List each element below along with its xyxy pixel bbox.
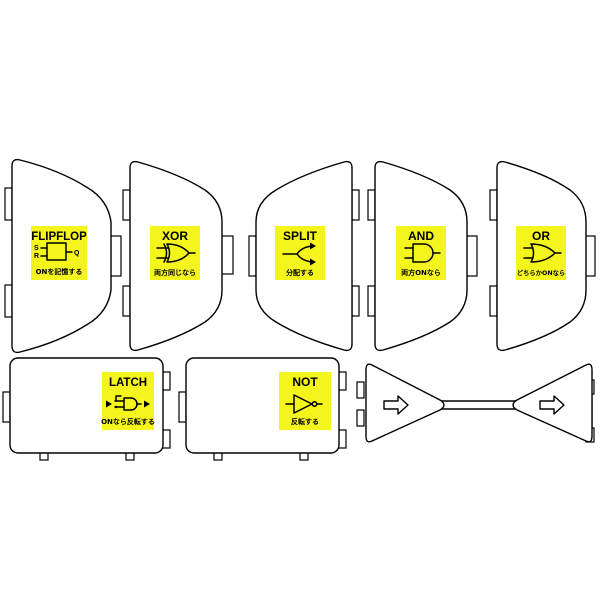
not-caption: 反転する xyxy=(291,417,319,426)
tab-left-upper xyxy=(489,189,498,221)
tab-right-lower xyxy=(351,285,360,317)
latch-title: LATCH xyxy=(109,377,147,389)
not-title: NOT xyxy=(292,375,318,389)
right-arrow-icon xyxy=(383,395,409,415)
and-title: AND xyxy=(408,229,434,243)
or-caption: どちらかONなら xyxy=(517,268,565,277)
tab-left-upper xyxy=(122,189,131,221)
flipflop-label xyxy=(31,226,87,280)
tab-left xyxy=(2,391,11,423)
split-title: SPLIT xyxy=(283,229,318,243)
tab-left-upper xyxy=(367,189,376,221)
tab-left-upper xyxy=(356,381,365,399)
flipflop-pin-r: R xyxy=(34,253,39,260)
not-gate-icon xyxy=(285,394,323,414)
not-piece[interactable]: NOT 反転する xyxy=(178,357,347,461)
connector-piece[interactable] xyxy=(356,363,595,443)
tab-right xyxy=(220,235,234,275)
flipflop-pin-q: Q xyxy=(74,250,80,257)
right-arrow-icon xyxy=(539,395,565,415)
latch-label xyxy=(102,372,154,430)
or-piece[interactable]: OR どちらかONなら xyxy=(489,160,596,352)
tab-left-lower xyxy=(122,285,131,317)
tab-left-lower xyxy=(367,285,376,317)
latch-caption: ONなら反転する xyxy=(101,417,155,426)
flipflop-pin-s: S xyxy=(34,245,39,252)
or-gate-icon xyxy=(523,243,562,263)
tab-left-lower xyxy=(356,409,365,427)
or-title: OR xyxy=(532,229,550,243)
tab-left-lower xyxy=(4,284,13,318)
xor-caption: 両方同じなら xyxy=(154,268,196,277)
latch-piece[interactable]: LATCH ONなら反転する xyxy=(2,357,171,461)
connector-bar xyxy=(439,400,516,410)
flipflop-icon xyxy=(40,242,73,261)
tab-left-lower xyxy=(489,285,498,317)
and-piece[interactable]: AND 両方ONなら xyxy=(367,160,478,352)
tab-left-upper xyxy=(4,187,13,221)
split-caption: 分配する xyxy=(286,268,314,277)
split-label xyxy=(275,226,325,280)
tab-left xyxy=(248,235,257,277)
and-gate-icon xyxy=(404,243,441,263)
xor-gate-icon xyxy=(156,243,196,263)
flipflop-caption: ONを記憶する xyxy=(36,267,83,276)
latch-icon xyxy=(106,395,150,411)
split-arrow-icon xyxy=(282,242,316,266)
xor-piece[interactable]: XOR 両方同じなら xyxy=(122,160,234,352)
flipflop-piece[interactable]: FLIPFLOP S R Q ONを記憶する xyxy=(4,158,122,354)
split-piece[interactable]: SPLIT 分配する xyxy=(248,160,360,352)
tab-left xyxy=(178,391,187,423)
tab-right-upper xyxy=(351,189,360,221)
and-caption: 両方ONなら xyxy=(401,268,441,277)
xor-title: XOR xyxy=(162,229,188,243)
flipflop-title: FLIPFLOP xyxy=(31,231,87,243)
